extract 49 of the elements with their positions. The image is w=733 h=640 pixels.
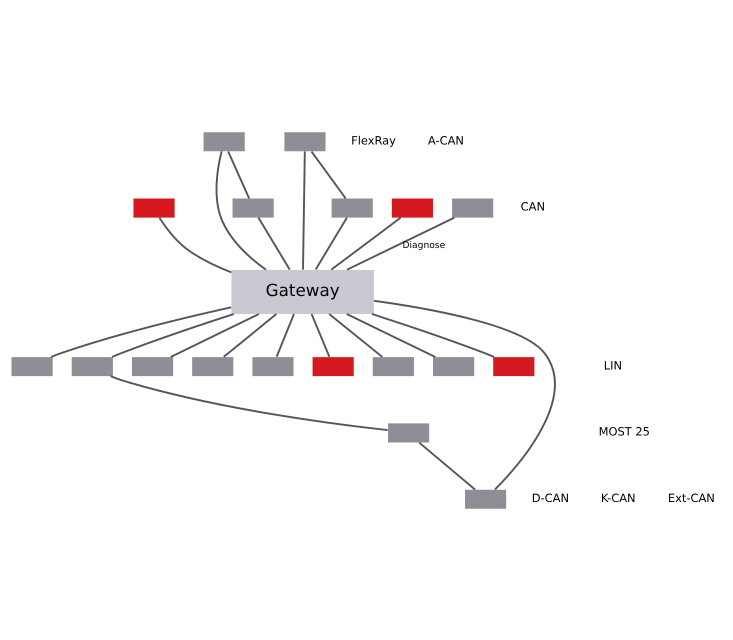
- connector: [372, 312, 494, 358]
- connector: [110, 374, 388, 431]
- node-box: [392, 198, 433, 218]
- connector: [346, 216, 455, 270]
- node-box: [493, 356, 534, 376]
- connector: [227, 150, 250, 198]
- connector: [314, 216, 348, 270]
- node-box: [433, 356, 474, 376]
- node-box: [204, 132, 245, 151]
- node-box: [332, 198, 373, 218]
- connector: [310, 313, 330, 357]
- connector: [310, 150, 346, 198]
- label: Ext-CAN: [668, 490, 715, 504]
- connector: [346, 312, 436, 358]
- node-box: [372, 356, 414, 376]
- node-box: [312, 356, 354, 376]
- connector: [418, 441, 476, 490]
- connector: [374, 299, 556, 490]
- node-box: [192, 356, 234, 376]
- connector: [216, 150, 267, 270]
- label: K-CAN: [600, 490, 636, 504]
- connector: [302, 150, 306, 270]
- label: D-CAN: [532, 490, 569, 504]
- node-box: [72, 356, 113, 376]
- connector: [158, 216, 232, 273]
- node-box: [452, 198, 494, 218]
- label: FlexRay: [351, 132, 396, 147]
- connector: [328, 312, 383, 358]
- connector: [330, 216, 402, 270]
- node-box: [132, 356, 174, 376]
- node-box: [284, 132, 326, 151]
- node-box: [133, 198, 175, 218]
- label: LIN: [604, 358, 622, 372]
- node-box: [388, 422, 430, 442]
- node-box: [232, 198, 274, 218]
- label: MOST 25: [598, 424, 650, 438]
- node-box: Gateway: [231, 269, 374, 314]
- connector: [50, 306, 232, 358]
- label: A-CAN: [428, 132, 464, 147]
- connector: [276, 313, 295, 357]
- connector: [170, 312, 260, 358]
- label: CAN: [520, 199, 546, 214]
- connector: [112, 312, 234, 358]
- node-box: [12, 356, 53, 376]
- connector: [258, 216, 290, 270]
- edge-label: Diagnose: [402, 240, 446, 251]
- connector: [223, 312, 278, 358]
- node-box: [252, 356, 294, 376]
- node-box: [465, 489, 506, 508]
